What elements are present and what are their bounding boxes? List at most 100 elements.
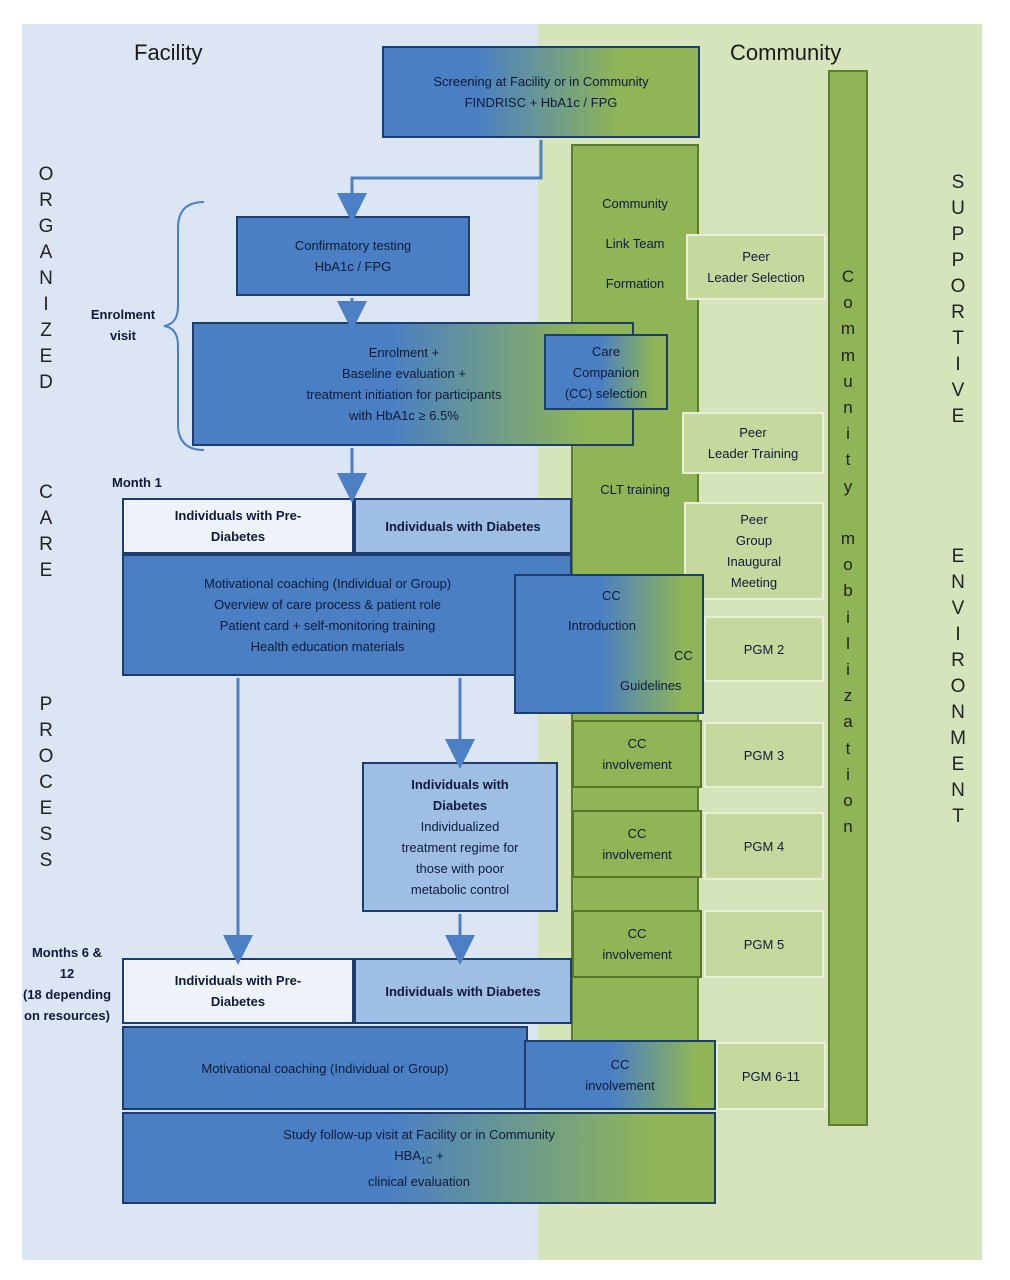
vertical-letter: a — [843, 712, 853, 732]
vertical-letter: N — [951, 572, 965, 593]
vertical-letter: o — [843, 555, 853, 575]
vertical-letter: O — [38, 164, 54, 185]
vertical-letter: i — [846, 660, 850, 680]
facility-header: Facility — [134, 40, 203, 65]
vertical-letter: z — [843, 686, 853, 706]
vertical-letter: T — [952, 806, 964, 827]
pgm-4: PGM 4 — [704, 812, 824, 880]
vertical-letter: E — [39, 798, 53, 819]
vertical-letter: m — [840, 345, 856, 365]
vertical-letter: y — [843, 476, 853, 496]
vertical-letter: U — [951, 198, 965, 219]
vertical-letter: T — [952, 328, 964, 349]
enrolment-brace — [163, 201, 205, 451]
vertical-letter: G — [38, 216, 54, 237]
vertical-letter: m — [840, 319, 856, 339]
vertical-letter: S — [951, 172, 965, 193]
vertical-letter: E — [951, 546, 965, 567]
community-mobilization-column — [828, 70, 868, 1126]
vertical-letter: I — [43, 294, 49, 315]
vertical-letter: i — [846, 607, 850, 627]
vertical-letter: N — [951, 780, 965, 801]
clt-training: CLT training — [600, 481, 670, 497]
vertical-letter: b — [843, 581, 853, 601]
community-header: Community — [730, 40, 842, 65]
vertical-letter: N — [39, 268, 53, 289]
vertical-letter: u — [843, 371, 853, 391]
vertical-letter: o — [843, 791, 853, 811]
diabetes-box-1: Individuals with Diabetes — [354, 498, 572, 554]
diabetes-box-2: Individuals with Diabetes — [354, 958, 572, 1024]
vertical-letter: n — [843, 398, 853, 418]
vertical-letter: P — [39, 694, 53, 715]
vertical-letter: P — [951, 250, 965, 271]
pgm-6-11: PGM 6-11 — [716, 1042, 826, 1110]
cc-introduction-box: CC Introduction CC Guidelines — [514, 574, 704, 714]
vertical-letter: t — [845, 738, 851, 758]
vertical-letter: E — [951, 406, 965, 427]
month1-label: Month 1 — [112, 475, 162, 490]
coaching-box-1: Motivational coaching (Individual or Gro… — [122, 554, 572, 676]
vertical-letter: V — [951, 380, 965, 401]
vertical-letter: V — [951, 598, 965, 619]
vertical-letter: n — [843, 817, 853, 837]
vertical-letter: A — [39, 242, 53, 263]
vertical-letter: R — [951, 650, 965, 671]
followup-box: Study follow-up visit at Facility or in … — [122, 1112, 716, 1204]
vertical-letter: M — [950, 728, 966, 749]
vertical-letter: o — [843, 293, 853, 313]
arrow-screening-to-confirmatory — [337, 140, 543, 223]
vertical-letter: D — [39, 372, 53, 393]
vertical-letter: R — [951, 302, 965, 323]
vertical-letter: R — [39, 190, 53, 211]
vertical-letter: E — [39, 346, 53, 367]
vertical-letter: i — [846, 424, 850, 444]
pre-diabetes-box-1: Individuals with Pre-Diabetes — [122, 498, 354, 554]
pgm-2: PGM 2 — [704, 616, 824, 682]
vertical-letter: i — [846, 764, 850, 784]
diabetes-treatment-box: Individuals with Diabetes Individualized… — [362, 762, 558, 912]
vertical-letter: O — [950, 676, 966, 697]
vertical-letter: I — [955, 624, 961, 645]
vertical-letter: P — [951, 224, 965, 245]
vertical-letter: R — [39, 720, 53, 741]
vertical-letter: t — [845, 450, 851, 470]
vertical-letter: C — [39, 482, 53, 503]
vertical-letter: C — [39, 772, 53, 793]
vertical-letter: l — [846, 633, 850, 653]
vertical-letter: Z — [40, 320, 52, 341]
vertical-letter: I — [955, 354, 961, 375]
vertical-letter: E — [39, 560, 53, 581]
vertical-letter: S — [39, 850, 53, 871]
pgm-3: PGM 3 — [704, 722, 824, 788]
vertical-letter: N — [951, 702, 965, 723]
vertical-letter: m — [840, 529, 856, 549]
vertical-letter: O — [950, 276, 966, 297]
pgm-5: PGM 5 — [704, 910, 824, 978]
vertical-letter: E — [951, 754, 965, 775]
coaching-box-2: Motivational coaching (Individual or Gro… — [122, 1026, 528, 1110]
vertical-letter: C — [841, 267, 855, 286]
vertical-letter: R — [39, 534, 53, 555]
vertical-letter: A — [39, 508, 53, 529]
